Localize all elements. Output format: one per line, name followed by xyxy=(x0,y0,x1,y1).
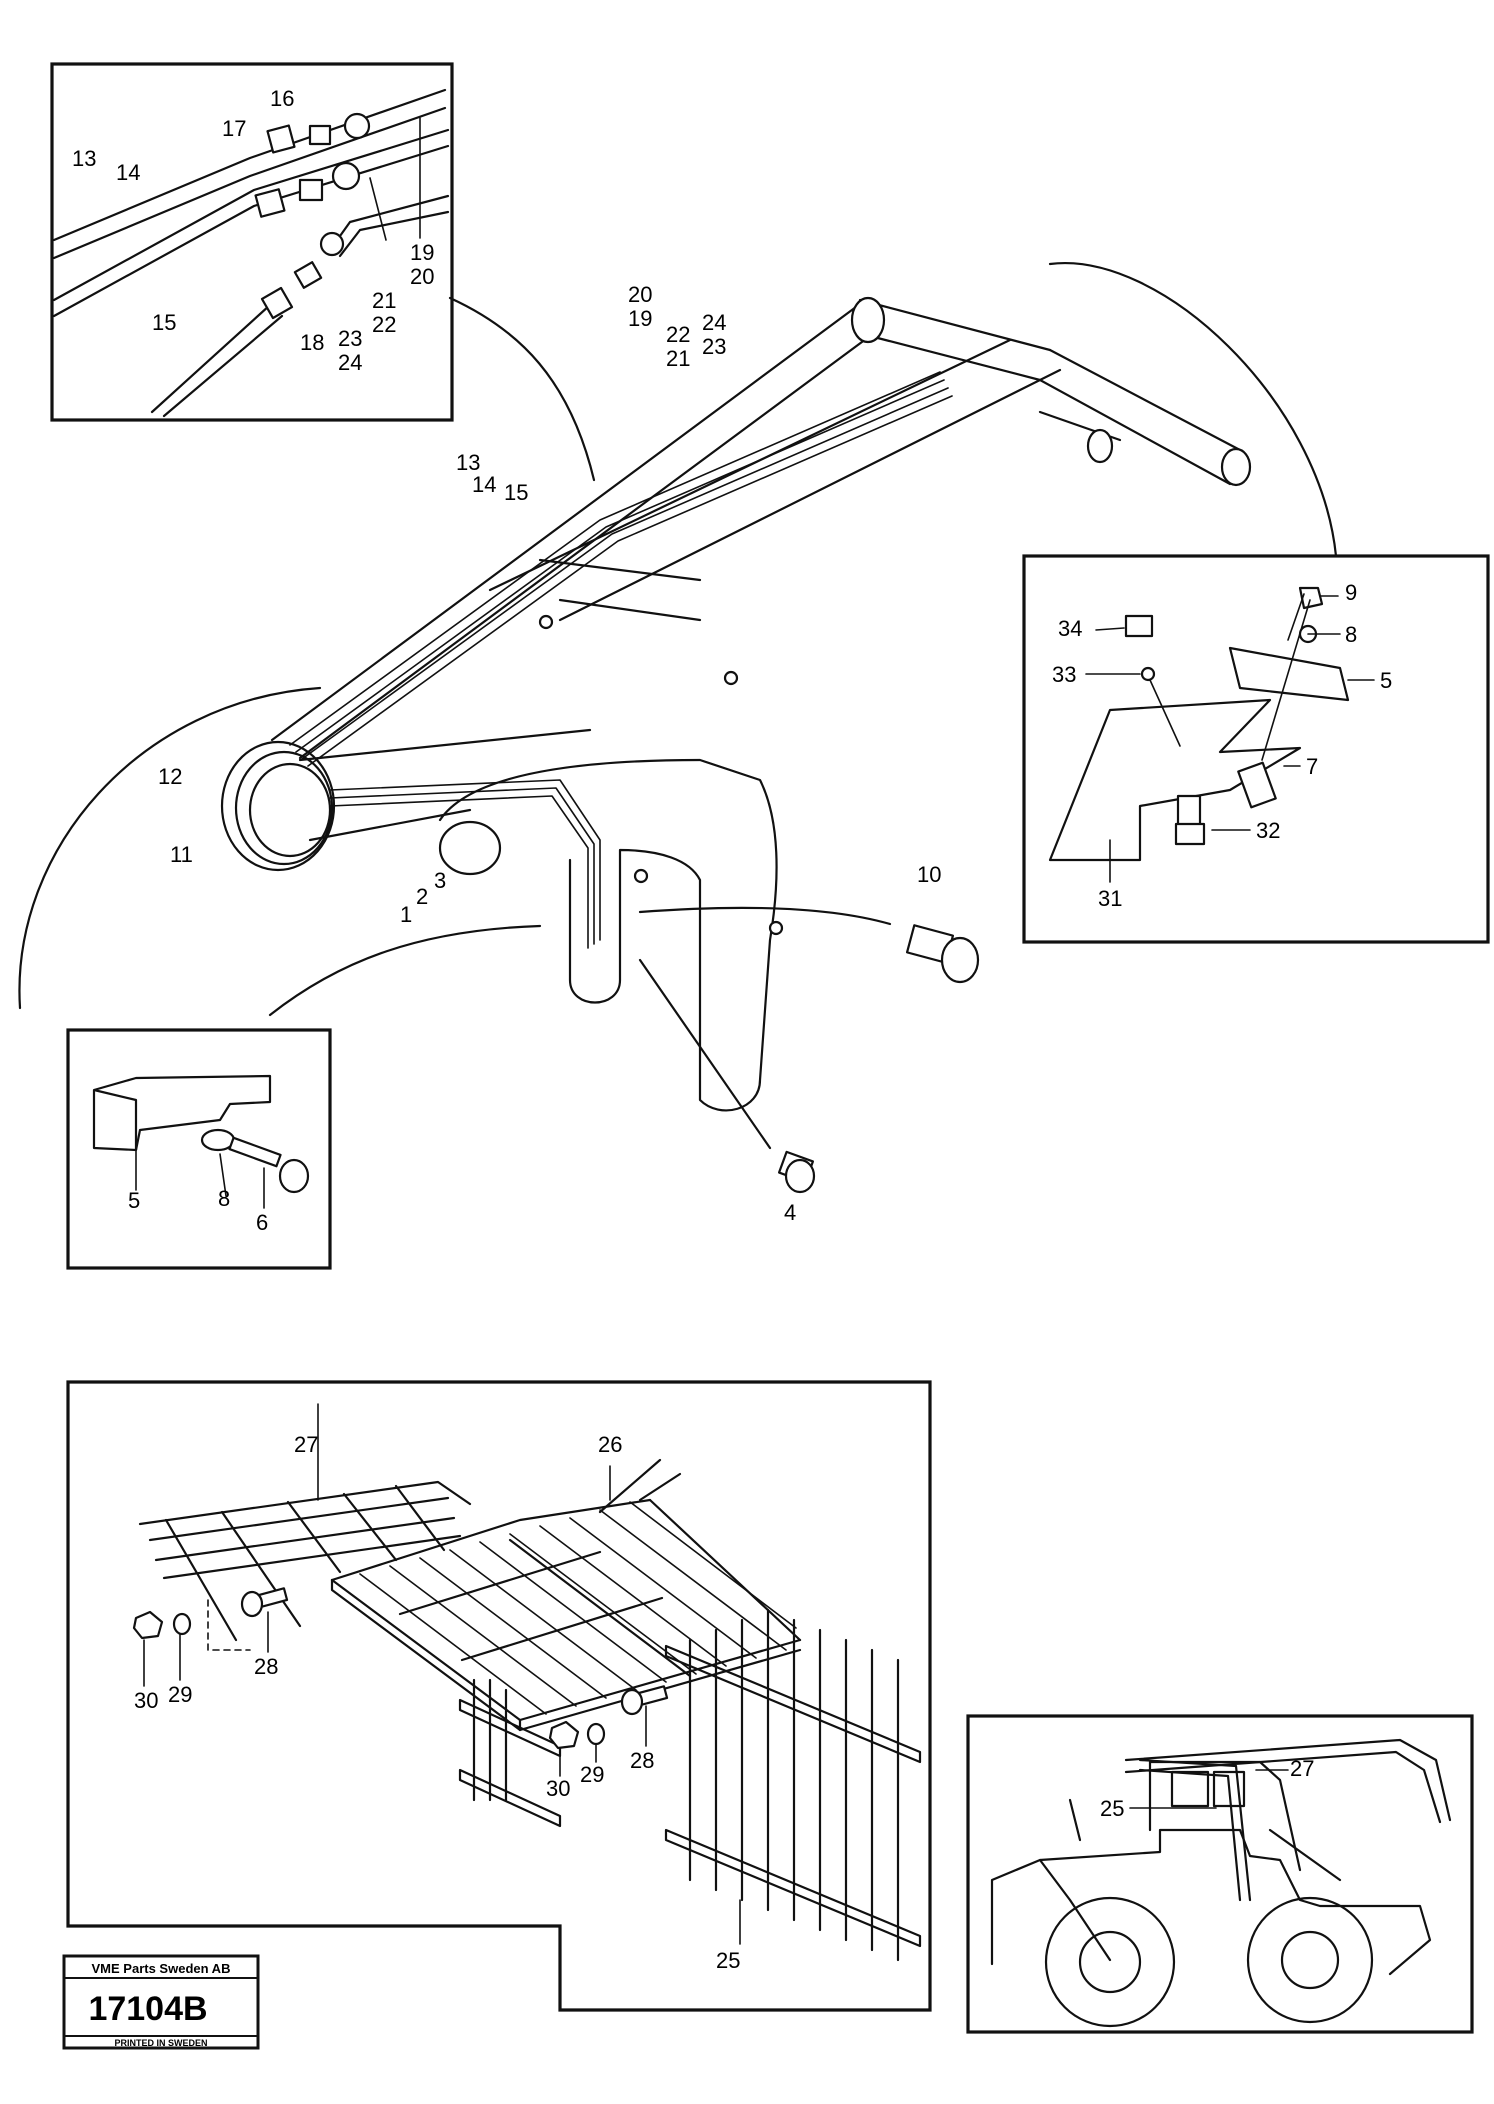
stamp-footer: PRINTED IN SWEDEN xyxy=(114,2038,207,2048)
stamp-company: VME Parts Sweden AB xyxy=(92,1961,231,1976)
callout-19: 19 xyxy=(410,240,434,265)
callout-9: 9 xyxy=(1345,580,1357,605)
callout-6: 6 xyxy=(256,1210,268,1235)
detail-pipe-connections: 16 17 13 14 15 18 23 24 21 22 19 20 xyxy=(50,62,454,422)
callout-30-left: 30 xyxy=(134,1688,158,1713)
detail-block-bolt: 5 8 6 xyxy=(66,1028,332,1270)
callout-13: 13 xyxy=(72,146,96,171)
callout-23: 23 xyxy=(338,326,362,351)
fitting-10 xyxy=(905,924,980,984)
callout-1: 1 xyxy=(400,902,412,927)
callout-17: 17 xyxy=(222,116,246,141)
callout-29-right: 29 xyxy=(580,1762,604,1787)
callout-4: 4 xyxy=(784,1200,796,1225)
grille-26 xyxy=(330,1458,802,1732)
fasteners-right xyxy=(548,1685,669,1750)
callout-16: 16 xyxy=(270,86,294,111)
callout-2: 2 xyxy=(416,884,428,909)
union-nut-16 xyxy=(266,112,371,154)
callout-33: 33 xyxy=(1052,662,1076,687)
callout-22-main: 22 xyxy=(666,322,690,347)
callout-10: 10 xyxy=(917,862,941,887)
fitting-4 xyxy=(777,1150,816,1194)
callout-8-right: 8 xyxy=(1345,622,1357,647)
fasteners-left xyxy=(132,1587,289,1640)
callout-12: 12 xyxy=(158,764,182,789)
callout-20-main: 20 xyxy=(628,282,652,307)
callout-24: 24 xyxy=(338,350,362,375)
leader-part-5-left xyxy=(268,924,542,1017)
boom-assembly xyxy=(220,296,1252,1112)
callout-30-right: 30 xyxy=(546,1776,570,1801)
callout-21: 21 xyxy=(372,288,396,313)
callout-25-overview: 25 xyxy=(1100,1796,1124,1821)
callout-11: 11 xyxy=(170,842,193,867)
callout-22: 22 xyxy=(372,312,396,337)
detail-clamp-bracket: 9 8 34 33 5 7 32 31 xyxy=(1022,554,1490,944)
callout-14-main: 14 xyxy=(472,472,496,497)
callout-25: 25 xyxy=(716,1948,740,1973)
union-nut-18 xyxy=(260,231,345,320)
detail-machine-overview: 25 27 xyxy=(966,1714,1474,2034)
callout-27: 27 xyxy=(294,1432,318,1457)
callout-19-main: 19 xyxy=(628,306,652,331)
leader-part-10 xyxy=(638,906,892,926)
grille-27 xyxy=(138,1480,472,1651)
callout-27-overview: 27 xyxy=(1290,1756,1314,1781)
callout-32: 32 xyxy=(1256,818,1280,843)
stamp-drawing-number: 17104B xyxy=(88,1990,207,2028)
callout-28-right: 28 xyxy=(630,1748,654,1773)
union-nut-17 xyxy=(254,161,361,218)
callout-15-main: 15 xyxy=(504,480,528,505)
callout-26: 26 xyxy=(598,1432,622,1457)
callout-21-main: 21 xyxy=(666,346,690,371)
detail-grille-guards: 27 26 28 29 30 28 29 30 25 xyxy=(66,1380,932,2012)
leader-curve-left xyxy=(18,686,322,1010)
title-stamp: VME Parts Sweden AB 17104B PRINTED IN SW… xyxy=(62,1954,260,2050)
grille-25 xyxy=(664,1608,922,1962)
callout-5-left: 5 xyxy=(128,1188,140,1213)
leader-part-4 xyxy=(638,958,772,1150)
callout-7: 7 xyxy=(1306,754,1318,779)
callout-28-left: 28 xyxy=(254,1654,278,1679)
leader-curve-top xyxy=(448,296,596,482)
callout-15: 15 xyxy=(152,310,176,335)
callout-23-main: 23 xyxy=(702,334,726,359)
leader-curve-right xyxy=(1048,261,1338,558)
callout-29-left: 29 xyxy=(168,1682,192,1707)
callout-18: 18 xyxy=(300,330,324,355)
leg-bracket xyxy=(458,1678,562,1828)
callout-5-right: 5 xyxy=(1380,668,1392,693)
callout-31: 31 xyxy=(1098,886,1122,911)
callout-3: 3 xyxy=(434,868,446,893)
callout-13-main: 13 xyxy=(456,450,480,475)
callout-24-main: 24 xyxy=(702,310,726,335)
callout-20: 20 xyxy=(410,264,434,289)
callout-34: 34 xyxy=(1058,616,1082,641)
callout-8-left: 8 xyxy=(218,1186,230,1211)
callout-14: 14 xyxy=(116,160,140,185)
